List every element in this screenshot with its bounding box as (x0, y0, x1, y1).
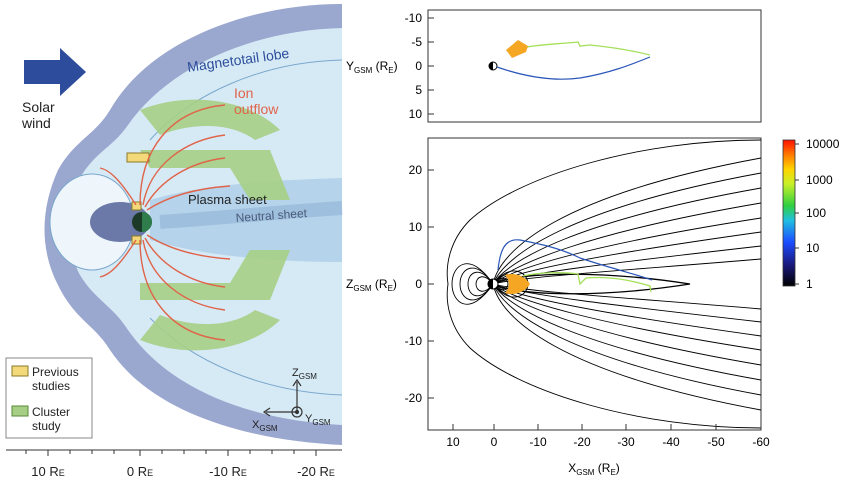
main-green-trajectory (522, 272, 652, 293)
top-ytick: -5 (411, 35, 422, 49)
solar-wind-label: Solar (22, 99, 55, 115)
legend-cluster-label: Cluster (32, 405, 70, 419)
main-blue-trajectory (497, 239, 653, 281)
ion-outflow-arrows (99, 104, 231, 341)
schematic-legend: Previous studies Cluster study (5, 357, 93, 439)
main-ytick: 20 (409, 163, 423, 177)
bottom-axis-ticks (25, 450, 317, 456)
bottom-tick-0: 0 RE (127, 464, 153, 479)
svg-text:wind: wind (21, 115, 51, 131)
top-ytick: -10 (405, 11, 423, 25)
colorbar-label: 1000 (806, 173, 833, 187)
main-xtick: -10 (529, 435, 547, 449)
top-ytick: 10 (409, 107, 423, 121)
bottom-tick-minus20: -20 RE (297, 464, 335, 479)
main-orange-region (505, 274, 530, 294)
main-ytick: 10 (409, 220, 423, 234)
main-xlabel: XGSM (RE) (568, 461, 620, 477)
top-xy-plot: -10 -5 0 5 10 YGSM (RE) (346, 9, 762, 123)
bottom-tick-minus10: -10 RE (209, 464, 247, 479)
magnetosphere-schematic: Solar wind Magnetotail lobe Ion outflow … (0, 0, 343, 479)
main-ytick: -10 (405, 334, 423, 348)
colorbar-label: 100 (806, 206, 826, 220)
bottom-tick-10: 10 RE (31, 464, 64, 479)
colorbar: 10000 1000 100 10 1 (782, 137, 840, 291)
top-green-trajectory (521, 41, 651, 56)
gsm-y-label: YGSM (305, 413, 331, 427)
main-ytick: -20 (405, 391, 423, 405)
svg-text:studies: studies (32, 379, 70, 393)
cluster-region-north (140, 99, 290, 200)
solar-wind-arrow (24, 48, 86, 96)
field-lines (446, 139, 761, 429)
top-blue-trajectory (496, 56, 651, 80)
top-ytick: 5 (415, 83, 422, 97)
top-orange-region (506, 40, 528, 58)
plasma-sheet-label: Plasma sheet (188, 192, 267, 207)
colorbar-label: 10 (806, 241, 820, 255)
main-xtick: -20 (573, 435, 591, 449)
main-xtick: 10 (446, 435, 460, 449)
gsm-z-label: ZGSM (292, 367, 317, 381)
main-xz-plot: 20 10 0 -10 -20 10 0 -10 -20 -30 -40 -50… (346, 137, 770, 477)
legend-previous-label: Previous (32, 365, 79, 379)
top-ytick: 0 (415, 59, 422, 73)
gsm-x-label: XGSM (252, 419, 278, 433)
top-ylabel: YGSM (RE) (346, 59, 398, 75)
gsm-axes-symbol (262, 378, 303, 418)
ion-outflow-label: Ion (234, 85, 253, 101)
main-ytick: 0 (415, 277, 422, 291)
svg-text:outflow: outflow (234, 101, 279, 117)
cluster-region-south (140, 250, 290, 351)
main-xtick: -30 (617, 435, 635, 449)
colorbar-label: 1 (806, 277, 813, 291)
previous-region-top (126, 152, 150, 163)
main-xtick: -40 (662, 435, 680, 449)
main-xtick: -50 (707, 435, 725, 449)
main-xtick: 0 (491, 435, 498, 449)
neutral-sheet-label: Neutral sheet (235, 206, 308, 225)
svg-text:study: study (32, 419, 61, 433)
main-ylabel: ZGSM (RE) (346, 277, 397, 293)
neutral-sheet-line (159, 201, 343, 229)
colorbar-label: 10000 (806, 137, 840, 151)
main-xtick: -60 (752, 435, 770, 449)
